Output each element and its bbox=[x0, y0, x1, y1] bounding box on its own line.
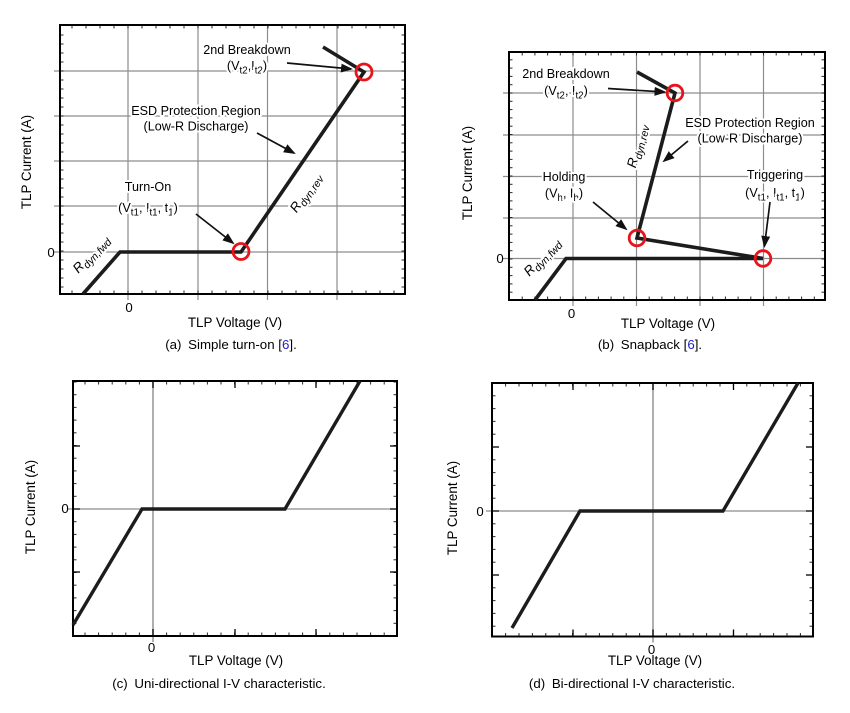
plot-border bbox=[59, 24, 406, 295]
caption-c-text: (c) Uni-directional I-V characteristic. bbox=[112, 676, 326, 691]
caption-a-citation-link[interactable]: 6 bbox=[281, 337, 290, 352]
caption-b-text: (b) Snapback [ bbox=[597, 337, 688, 352]
x-tick-label-0: 0 bbox=[648, 642, 655, 657]
y-tick-label-0: 0 bbox=[61, 501, 68, 516]
annotation-arrow bbox=[286, 62, 353, 73]
esd-region-label: (Low-R Discharge) bbox=[698, 132, 803, 146]
x-axis-title: TLP Voltage (V) bbox=[188, 315, 282, 330]
caption-b-suffix: ]. bbox=[694, 337, 703, 352]
triggering-point bbox=[753, 249, 773, 268]
rdyn-fwd-label: Rdyn,fwd bbox=[521, 234, 567, 281]
triggering-label: Triggering bbox=[747, 168, 803, 182]
plot-border bbox=[491, 382, 814, 638]
plot-border bbox=[508, 51, 826, 301]
second-breakdown-label: (Vt2,It2) bbox=[227, 59, 267, 77]
y-axis-title: TLP Current (A) bbox=[445, 461, 460, 555]
plot-border bbox=[72, 380, 398, 637]
x-axis-title: TLP Voltage (V) bbox=[189, 653, 283, 668]
iv-curve bbox=[510, 382, 800, 629]
turn-on-point bbox=[231, 242, 251, 261]
y-tick-label-0: 0 bbox=[476, 504, 483, 519]
turn-on-label: Turn-On bbox=[125, 180, 171, 194]
annotation-arrow bbox=[592, 201, 628, 231]
annotation-arrow bbox=[761, 201, 771, 248]
x-axis-title: TLP Voltage (V) bbox=[621, 316, 715, 331]
caption-d-text: (d) Bi-directional I-V characteristic. bbox=[528, 676, 736, 691]
second-breakdown-label: 2nd Breakdown bbox=[522, 67, 610, 81]
panel-a-simple-turn-on: 2nd Breakdown (Vt2,It2) ESD Protection Reg… bbox=[19, 24, 406, 330]
annotation-arrow bbox=[256, 132, 296, 154]
iv-curve bbox=[81, 45, 367, 296]
x-axis-title: TLP Voltage (V) bbox=[608, 653, 702, 668]
annotation-arrow bbox=[195, 213, 235, 245]
y-axis-title: TLP Current (A) bbox=[23, 460, 38, 554]
caption-a-text: (a) Simple turn-on [ bbox=[165, 337, 282, 352]
caption-a-suffix: ]. bbox=[289, 337, 297, 352]
second-breakdown-point bbox=[354, 62, 374, 82]
x-tick-label-0: 0 bbox=[148, 640, 155, 655]
y-tick-label-0: 0 bbox=[496, 251, 503, 266]
panel-d-bi-directional: TLP Current (A)TLP Voltage (V)00 bbox=[445, 382, 814, 668]
y-axis-title: TLP Current (A) bbox=[460, 126, 475, 220]
turn-on-label: (Vt1, It1, t1) bbox=[118, 201, 178, 219]
caption-c: (c) Uni-directional I-V characteristic. bbox=[112, 677, 326, 690]
triggering-label: (Vt1, It1, t1) bbox=[745, 186, 805, 204]
esd-region-label: (Low-R Discharge) bbox=[144, 120, 249, 134]
holding-label: (Vh, Ih) bbox=[545, 187, 583, 205]
y-tick-label-0: 0 bbox=[47, 245, 54, 260]
panel-b-snapback: 2nd Breakdown (Vt2, It2) ESD Protection Re… bbox=[460, 51, 826, 331]
esd-region-label: ESD Protection Region bbox=[685, 116, 815, 130]
annotation-arrow bbox=[662, 140, 689, 163]
y-axis-title: TLP Current (A) bbox=[19, 115, 34, 209]
caption-d: (d) Bi-directional I-V characteristic. bbox=[529, 677, 735, 690]
panel-c-uni-directional: TLP Current (A) TLP Voltage (V) 0 0 bbox=[23, 380, 398, 668]
esd-region-label: ESD Protection Region bbox=[131, 104, 261, 118]
caption-b: (b) Snapback [6]. bbox=[598, 338, 702, 351]
x-tick-label-0: 0 bbox=[568, 306, 575, 321]
caption-b-citation-link[interactable]: 6 bbox=[687, 337, 695, 352]
x-tick-label-0: 0 bbox=[125, 300, 132, 315]
second-breakdown-point bbox=[665, 83, 685, 103]
annotation-arrow bbox=[607, 86, 667, 96]
rdyn-fwd-label: Rdyn,fwd bbox=[70, 231, 116, 278]
second-breakdown-label: (Vt2, It2) bbox=[544, 84, 588, 102]
second-breakdown-label: 2nd Breakdown bbox=[203, 43, 291, 57]
holding-point bbox=[627, 228, 647, 248]
rdyn-rev-label: Rdyn,rev bbox=[624, 122, 653, 170]
caption-a: (a) Simple turn-on [6]. bbox=[165, 338, 297, 351]
holding-label: Holding bbox=[543, 170, 586, 184]
iv-curve bbox=[71, 380, 362, 626]
